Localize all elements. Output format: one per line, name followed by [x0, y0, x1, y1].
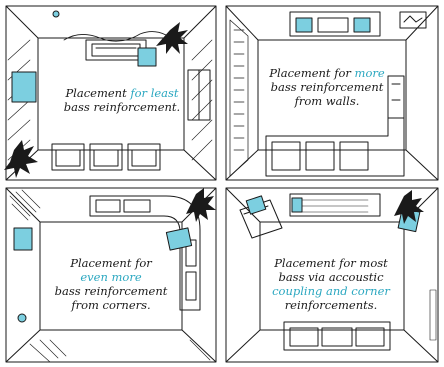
speaker-right-icon	[138, 48, 156, 66]
bookshelf	[430, 290, 436, 340]
room-panel-least	[4, 6, 216, 180]
equipment-table	[86, 40, 146, 60]
speaker-left-icon	[14, 228, 32, 250]
sofa-set	[266, 76, 404, 176]
room-panel-corners	[6, 188, 216, 362]
wall-picture	[400, 12, 426, 28]
room-panel-coupling	[226, 188, 438, 362]
entertainment-center	[290, 194, 380, 216]
floor-hatching	[8, 40, 212, 160]
sofa-set	[284, 322, 390, 350]
speaker-right-icon	[354, 18, 370, 32]
speaker-left-icon	[246, 196, 266, 214]
speaker-left-icon	[296, 18, 312, 32]
room-panel-walls	[226, 6, 438, 180]
sofa-set	[52, 144, 160, 170]
speaker-left-icon	[12, 72, 36, 102]
speaker-right-icon	[166, 228, 191, 250]
wall-plug-icon	[53, 11, 59, 17]
window	[188, 70, 210, 120]
room-walls	[6, 188, 216, 362]
wall-plug-icon	[18, 314, 26, 322]
entertainment-center	[290, 12, 380, 36]
bookshelf	[230, 20, 248, 176]
sofa-set	[90, 196, 200, 310]
